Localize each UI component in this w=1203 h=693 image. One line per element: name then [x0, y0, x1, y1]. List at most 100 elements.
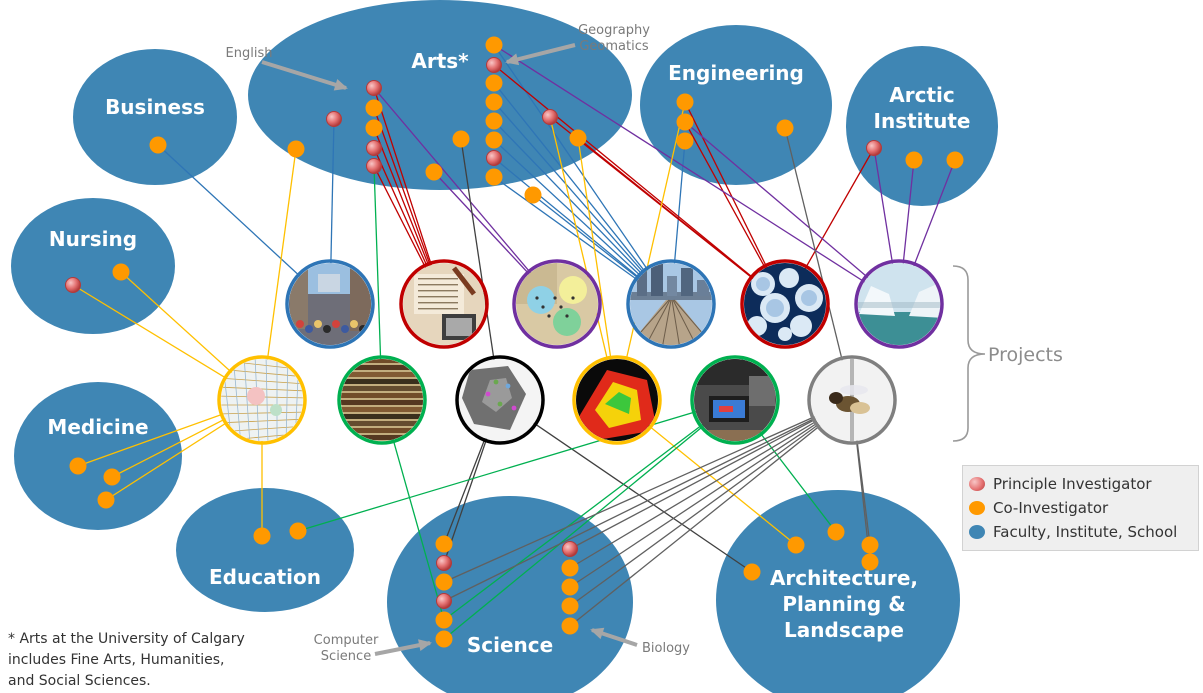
link-line: [784, 127, 853, 401]
old-books-photo: [341, 359, 423, 441]
city-map-photo: [221, 359, 303, 441]
link-line: [493, 44, 900, 305]
project-p1[interactable]: [285, 259, 375, 349]
link-line: [373, 87, 558, 305]
legend-label: Co-Investigator: [993, 499, 1109, 517]
legend-item-faculty: Faculty, Institute, School: [969, 520, 1198, 544]
link-line: [569, 399, 853, 569]
faculty-label: Institute: [874, 109, 971, 133]
faculty-medicine: Medicine: [14, 382, 182, 530]
principle-investigator-node: [486, 150, 502, 166]
arrow-shaft: [506, 43, 576, 64]
curly-brace-icon: [952, 265, 986, 442]
principle-investigator-node: [366, 158, 382, 174]
arrow-shaft: [261, 60, 347, 90]
co-investigator-node: [676, 132, 694, 150]
legend-label: Faculty, Institute, School: [993, 523, 1178, 541]
arrow-head-icon: [333, 79, 348, 91]
principle-investigator-node: [562, 541, 578, 557]
footnote: * Arts at the University of Calgary incl…: [8, 629, 308, 692]
legend: Principle Investigator Co-Investigator F…: [962, 465, 1199, 551]
co-investigator-node: [946, 151, 964, 169]
project-p7[interactable]: [217, 355, 307, 445]
faculty-label: Engineering: [668, 61, 804, 85]
annotation-label: Biology: [642, 641, 690, 656]
project-p4[interactable]: [626, 259, 716, 349]
legend-item-pi: Principle Investigator: [969, 472, 1198, 496]
co-investigator-node: [425, 163, 443, 181]
co-investigator-node: [905, 151, 923, 169]
project-ring: [572, 355, 662, 445]
link-line: [569, 399, 853, 627]
co-investigator-node: [253, 527, 271, 545]
annotation-label: Computer: [314, 633, 379, 648]
co-investigator-node: [827, 523, 845, 541]
annotation-label: Science: [321, 649, 371, 664]
annotation-label: Geography: [578, 23, 650, 38]
link-line: [493, 64, 786, 305]
annotation-label: Geomatics: [579, 39, 649, 54]
legend-item-coi: Co-Investigator: [969, 496, 1198, 520]
principle-investigator-node: [866, 140, 882, 156]
co-investigator-node: [69, 457, 87, 475]
faculty-bubble: [73, 49, 237, 185]
project-p5[interactable]: [740, 259, 830, 349]
co-investigator-node: [287, 140, 305, 158]
co-investigator-node: [365, 119, 383, 137]
faculty-business: Business: [73, 49, 237, 185]
link-line: [616, 101, 686, 401]
co-investigator-node: [365, 99, 383, 117]
co-investigator-node: [787, 536, 805, 554]
project-p2[interactable]: [399, 259, 489, 349]
principle-investigator-node: [542, 109, 558, 125]
co-investigator-node: [485, 93, 503, 111]
faculty-label: Planning &: [782, 592, 905, 616]
link-line: [443, 399, 736, 640]
co-investigator-node: [435, 535, 453, 553]
link-line: [569, 399, 853, 550]
faculty-label: Education: [209, 565, 321, 589]
co-investigator-node: [743, 563, 761, 581]
faculty-label: Science: [467, 633, 553, 657]
faculty-label: Medicine: [47, 415, 148, 439]
project-ring: [512, 259, 602, 349]
project-p10[interactable]: [572, 355, 662, 445]
link-line: [499, 399, 753, 573]
link-line: [549, 116, 786, 305]
co-investigator-node: [435, 611, 453, 629]
project-p12[interactable]: [807, 355, 897, 445]
project-ring: [337, 355, 427, 445]
co-investigator-node: [561, 617, 579, 635]
annotation-label: English: [226, 46, 273, 61]
co-investigator-node: [103, 468, 121, 486]
co-investigator-node: [289, 522, 307, 540]
co-investigator-node: [861, 553, 879, 571]
project-p9[interactable]: [455, 355, 545, 445]
faculty-nursing: Nursing: [11, 198, 175, 334]
project-ring: [807, 355, 897, 445]
co-investigator-node: [452, 130, 470, 148]
bee-specimen-photo: [811, 359, 893, 441]
project-p3[interactable]: [512, 259, 602, 349]
grey-map-photo: [459, 359, 541, 441]
project-p6[interactable]: [854, 259, 944, 352]
project-ring: [740, 259, 830, 349]
project-p8[interactable]: [337, 355, 427, 447]
faculty-bubble: [248, 0, 632, 190]
co-investigator-node: [524, 186, 542, 204]
principle-investigator-node: [436, 593, 452, 609]
faculty-bubble: [716, 490, 960, 693]
faculty-architecture: Architecture,Planning &Landscape: [716, 490, 960, 693]
annotation-biology: Biology: [590, 627, 690, 656]
faculty-arts: Arts*: [248, 0, 632, 190]
project-ring: [399, 259, 489, 349]
faculty-bubble: [640, 25, 832, 185]
project-p11[interactable]: [690, 355, 780, 446]
link-line: [569, 399, 853, 588]
co-investigator-node: [485, 36, 503, 54]
link-line: [493, 101, 672, 305]
principle-investigator-node: [436, 555, 452, 571]
